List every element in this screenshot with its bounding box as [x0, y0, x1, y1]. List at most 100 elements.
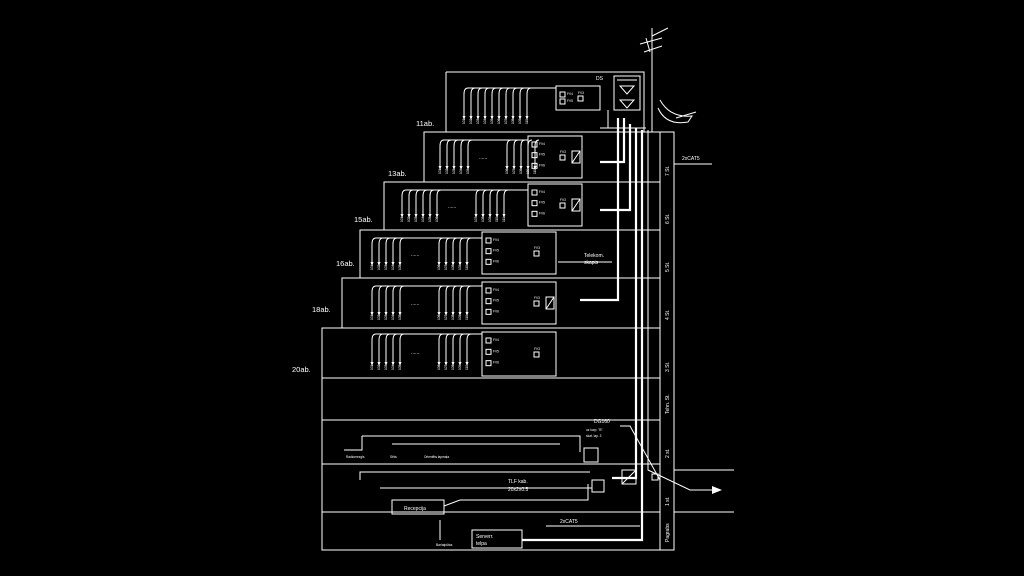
radiomezgls-label: Radiomezgls: [346, 455, 365, 459]
outlet-arrow-icon: [462, 116, 466, 120]
outlet-arrow-icon: [512, 166, 516, 170]
floor-label-16: 16ab.: [336, 259, 355, 268]
outlet-arrow-icon: [483, 116, 487, 120]
splitter-label: FV5: [539, 201, 545, 205]
outlet-code: 104: [391, 314, 395, 320]
outlet-code: 107: [444, 264, 448, 270]
outlet-cable: [415, 189, 421, 214]
outlet-arrow-icon: [377, 362, 381, 366]
outlet-arrow-icon: [519, 166, 523, 170]
amplifier-icon: [545, 296, 555, 310]
splitter-icon: [485, 308, 492, 315]
outlet-arrow-icon: [407, 214, 411, 218]
ground-cable: [359, 471, 590, 480]
outlet-arrow-icon: [400, 214, 404, 218]
splitter-icon: [485, 248, 492, 255]
outlet-arrow-icon: [497, 116, 501, 120]
outlet-arrow-icon: [391, 312, 395, 316]
splitter-icon: [531, 210, 538, 217]
outlet-arrow-icon: [445, 166, 449, 170]
splitter-icon: [485, 237, 492, 244]
outlet-cable: [438, 237, 444, 262]
storey-labels: Pagrabs 1 st. 2 st. Tehn. St. 3 St. 4 St…: [665, 166, 671, 542]
combiner-icon: [533, 351, 540, 358]
splitter-icon: [559, 98, 566, 105]
splitter-label: FV6: [493, 259, 499, 263]
outlet-arrow-icon: [476, 116, 480, 120]
outlet-arrow-icon: [437, 262, 441, 266]
splitter-icon: [485, 258, 492, 265]
outlet-arrow-icon: [370, 312, 374, 316]
outlet-cable: [399, 237, 405, 262]
splitter-label: FV4: [567, 92, 573, 96]
antenna-icon: [639, 27, 697, 132]
outlet-arrow-icon: [377, 312, 381, 316]
dg-label-1: DG160: [594, 419, 610, 425]
storey-2: 2 st.: [665, 449, 671, 458]
outlet-cable: [466, 237, 472, 262]
outlet-cable: [399, 285, 405, 312]
outlet-code: 105: [398, 264, 402, 270]
amplifier-mark: [571, 150, 581, 164]
outlet-code: 105: [490, 118, 494, 124]
outlet-cable: [371, 333, 377, 362]
outlet-cable: [513, 139, 519, 166]
bar-label: Bar/atpūtas: [436, 543, 453, 547]
splitter-icon: [485, 360, 492, 367]
outlet-code: 108: [451, 314, 455, 320]
outlet-code: 110: [525, 119, 529, 124]
basement-rooms: Recepcija Serverr. telpa Bar/atpūtas Rad…: [344, 435, 589, 549]
ds-label: DS: [596, 76, 604, 82]
floor-label-11: 11ab.: [416, 119, 434, 128]
combiner-icon: [559, 154, 566, 161]
outlet-arrow-icon: [398, 312, 402, 316]
sila-label: Sēta: [390, 455, 397, 459]
outlet-cable: [399, 333, 405, 362]
outlet-arrow-icon: [511, 116, 515, 120]
outlet-cable: [484, 87, 490, 116]
outlet-code: 101: [370, 364, 374, 370]
combiner-label: FV3: [578, 91, 584, 95]
splitter-label: FV5: [493, 249, 499, 253]
outlet-code: 106: [505, 168, 509, 174]
outlet-code: 106: [437, 364, 441, 370]
dots: ......: [411, 301, 419, 307]
splitter-icon: [531, 200, 538, 207]
outlet-code: 107: [444, 314, 448, 320]
outlet-arrow-icon: [458, 312, 462, 316]
outlet-arrow-icon: [458, 362, 462, 366]
outlet-cable: [378, 333, 384, 362]
outlet-cable: [438, 333, 444, 362]
splitter-label: FV4: [539, 142, 545, 146]
outlet-code: 102: [407, 216, 411, 222]
floor-label-20: 20ab.: [292, 365, 311, 374]
storey-7: 7 St.: [665, 166, 671, 176]
splitter-label: FV4: [539, 190, 545, 194]
outlet-cable: [506, 139, 512, 166]
splitter-icon: [485, 298, 492, 305]
splitter-label: FV4: [493, 238, 499, 242]
server-room: [471, 529, 523, 549]
outlet-code: 104: [391, 364, 395, 370]
outlet-arrow-icon: [452, 166, 456, 170]
outlet-cable: [445, 333, 451, 362]
ground-splitter-box: [583, 447, 599, 463]
outlet-code: 103: [384, 314, 388, 320]
splitter-label: FV6: [493, 361, 499, 365]
server-label-1: Serverr.: [476, 534, 494, 540]
outlet-code: 106: [437, 314, 441, 320]
outlet-code: 101: [400, 216, 404, 222]
outlet-cable: [467, 139, 473, 166]
storey-6: 6 St.: [665, 214, 671, 224]
outlet-code: 103: [476, 118, 480, 124]
outlet-code: 102: [377, 364, 381, 370]
splitter-label: FV5: [539, 153, 545, 157]
outlet-arrow-icon: [414, 214, 418, 218]
outlet-arrow-icon: [421, 214, 425, 218]
amplifier-mark: [545, 296, 555, 310]
splitter-label: FV5: [567, 99, 573, 103]
outlet-arrow-icon: [505, 166, 509, 170]
outlet-code: 108: [451, 264, 455, 270]
outlet-code: 110: [465, 365, 469, 370]
outlet-cable: [527, 139, 533, 166]
